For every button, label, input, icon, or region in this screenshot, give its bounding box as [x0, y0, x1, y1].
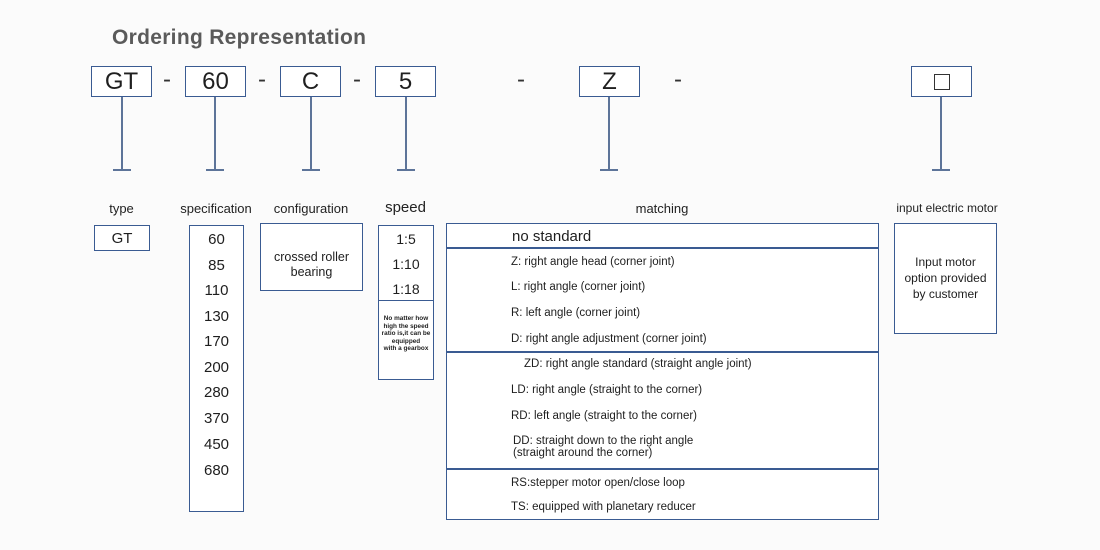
spec-item: 170: [203, 333, 230, 350]
motor-text-line: Input motor: [915, 255, 976, 269]
motor-text-line: option provided: [904, 271, 987, 285]
matching-item: Z: right angle head (corner joint): [511, 256, 675, 268]
matching-item: R: left angle (corner joint): [511, 307, 641, 319]
speed-item: 1:10: [392, 256, 420, 272]
specification-box: 60 85 110 130 170 200 280 370 450 680: [189, 225, 244, 512]
matching-default: no standard: [512, 228, 592, 245]
spec-item: 130: [203, 308, 230, 325]
page-title: Ordering Representation: [112, 26, 367, 49]
speed-note-line: high the speed: [383, 322, 429, 330]
code-dash: -: [163, 66, 171, 93]
connector-line: [310, 97, 312, 170]
speed-note-line: No matter how: [383, 315, 429, 322]
code-configuration-text: C: [301, 67, 320, 95]
code-box-type: GT: [91, 66, 152, 97]
code-dash: -: [517, 66, 525, 93]
connector-line: [121, 97, 123, 170]
spec-item: 85: [208, 257, 225, 274]
matching-item: TS: equipped with planetary reducer: [511, 501, 696, 513]
matching-item: DD: straight down to the right angle: [513, 435, 694, 447]
matching-item: L: right angle (corner joint): [511, 281, 646, 293]
code-speed-text: 5: [398, 67, 413, 95]
header-speed: speed: [385, 199, 426, 216]
connector-line: [940, 97, 942, 170]
matching-item: (straight around the corner): [513, 447, 653, 459]
matching-divider: [447, 247, 878, 249]
speed-note-line: equipped: [391, 337, 421, 345]
type-value: GT: [111, 229, 133, 247]
spec-item: 450: [203, 436, 230, 453]
configuration-line: bearing: [290, 265, 333, 279]
header-type: type: [109, 201, 134, 216]
matching-item: RD: left angle (straight to the corner): [511, 410, 697, 422]
code-box-matching: Z: [579, 66, 640, 97]
spec-item: 370: [203, 410, 230, 427]
matching-item: ZD: right angle standard (straight angle…: [524, 358, 752, 370]
empty-square-icon: [933, 73, 950, 90]
spec-item: 60: [208, 231, 225, 248]
spec-item: 280: [203, 384, 230, 401]
header-matching: matching: [635, 201, 689, 216]
speed-note-line: with a gearbox: [383, 345, 429, 353]
code-box-configuration: C: [280, 66, 341, 97]
code-box-motor: [911, 66, 972, 97]
code-box-specification: 60: [185, 66, 246, 97]
spec-item: 680: [203, 462, 230, 479]
code-specification-text: 60: [202, 67, 229, 95]
motor-text-line: by customer: [912, 287, 979, 301]
type-box: GT: [94, 225, 150, 251]
matching-divider: [447, 351, 878, 353]
header-specification: specification: [180, 201, 252, 216]
configuration-box: crossed roller bearing: [260, 223, 363, 291]
code-dash: -: [258, 66, 266, 93]
speed-box: 1:5 1:10 1:18: [378, 225, 434, 301]
motor-box: Input motor option provided by customer: [894, 223, 997, 334]
connector-end: [600, 169, 618, 171]
code-dash: -: [353, 66, 361, 93]
speed-note-line: ratio is,it can be: [381, 330, 431, 338]
connector-end: [302, 169, 320, 171]
spec-item: 200: [203, 359, 230, 376]
speed-note: No matter how high the speed ratio is,it…: [379, 315, 433, 353]
header-motor: input electric motor: [896, 201, 998, 215]
connector-end: [932, 169, 950, 171]
header-configuration: configuration: [273, 201, 349, 216]
spec-item: 110: [204, 282, 229, 299]
connector-end: [397, 169, 415, 171]
connector-end: [206, 169, 224, 171]
connector-line: [608, 97, 610, 170]
connector-line: [214, 97, 216, 170]
configuration-line: crossed roller: [273, 250, 350, 264]
connector-line: [405, 97, 407, 170]
speed-item: 1:5: [396, 231, 416, 247]
code-matching-text: Z: [602, 67, 617, 95]
speed-note-box: No matter how high the speed ratio is,it…: [378, 300, 434, 380]
matching-divider: [447, 468, 878, 470]
code-box-speed: 5: [375, 66, 436, 97]
matching-item: D: right angle adjustment (corner joint): [511, 333, 707, 345]
matching-item: LD: right angle (straight to the corner): [511, 384, 703, 396]
code-type-text: GT: [104, 67, 139, 95]
matching-item: RS:stepper motor open/close loop: [511, 477, 685, 489]
code-dash: -: [674, 66, 682, 93]
speed-item: 1:18: [392, 281, 420, 297]
matching-box: no standard Z: right angle head (corner …: [446, 223, 879, 520]
connector-end: [113, 169, 131, 171]
